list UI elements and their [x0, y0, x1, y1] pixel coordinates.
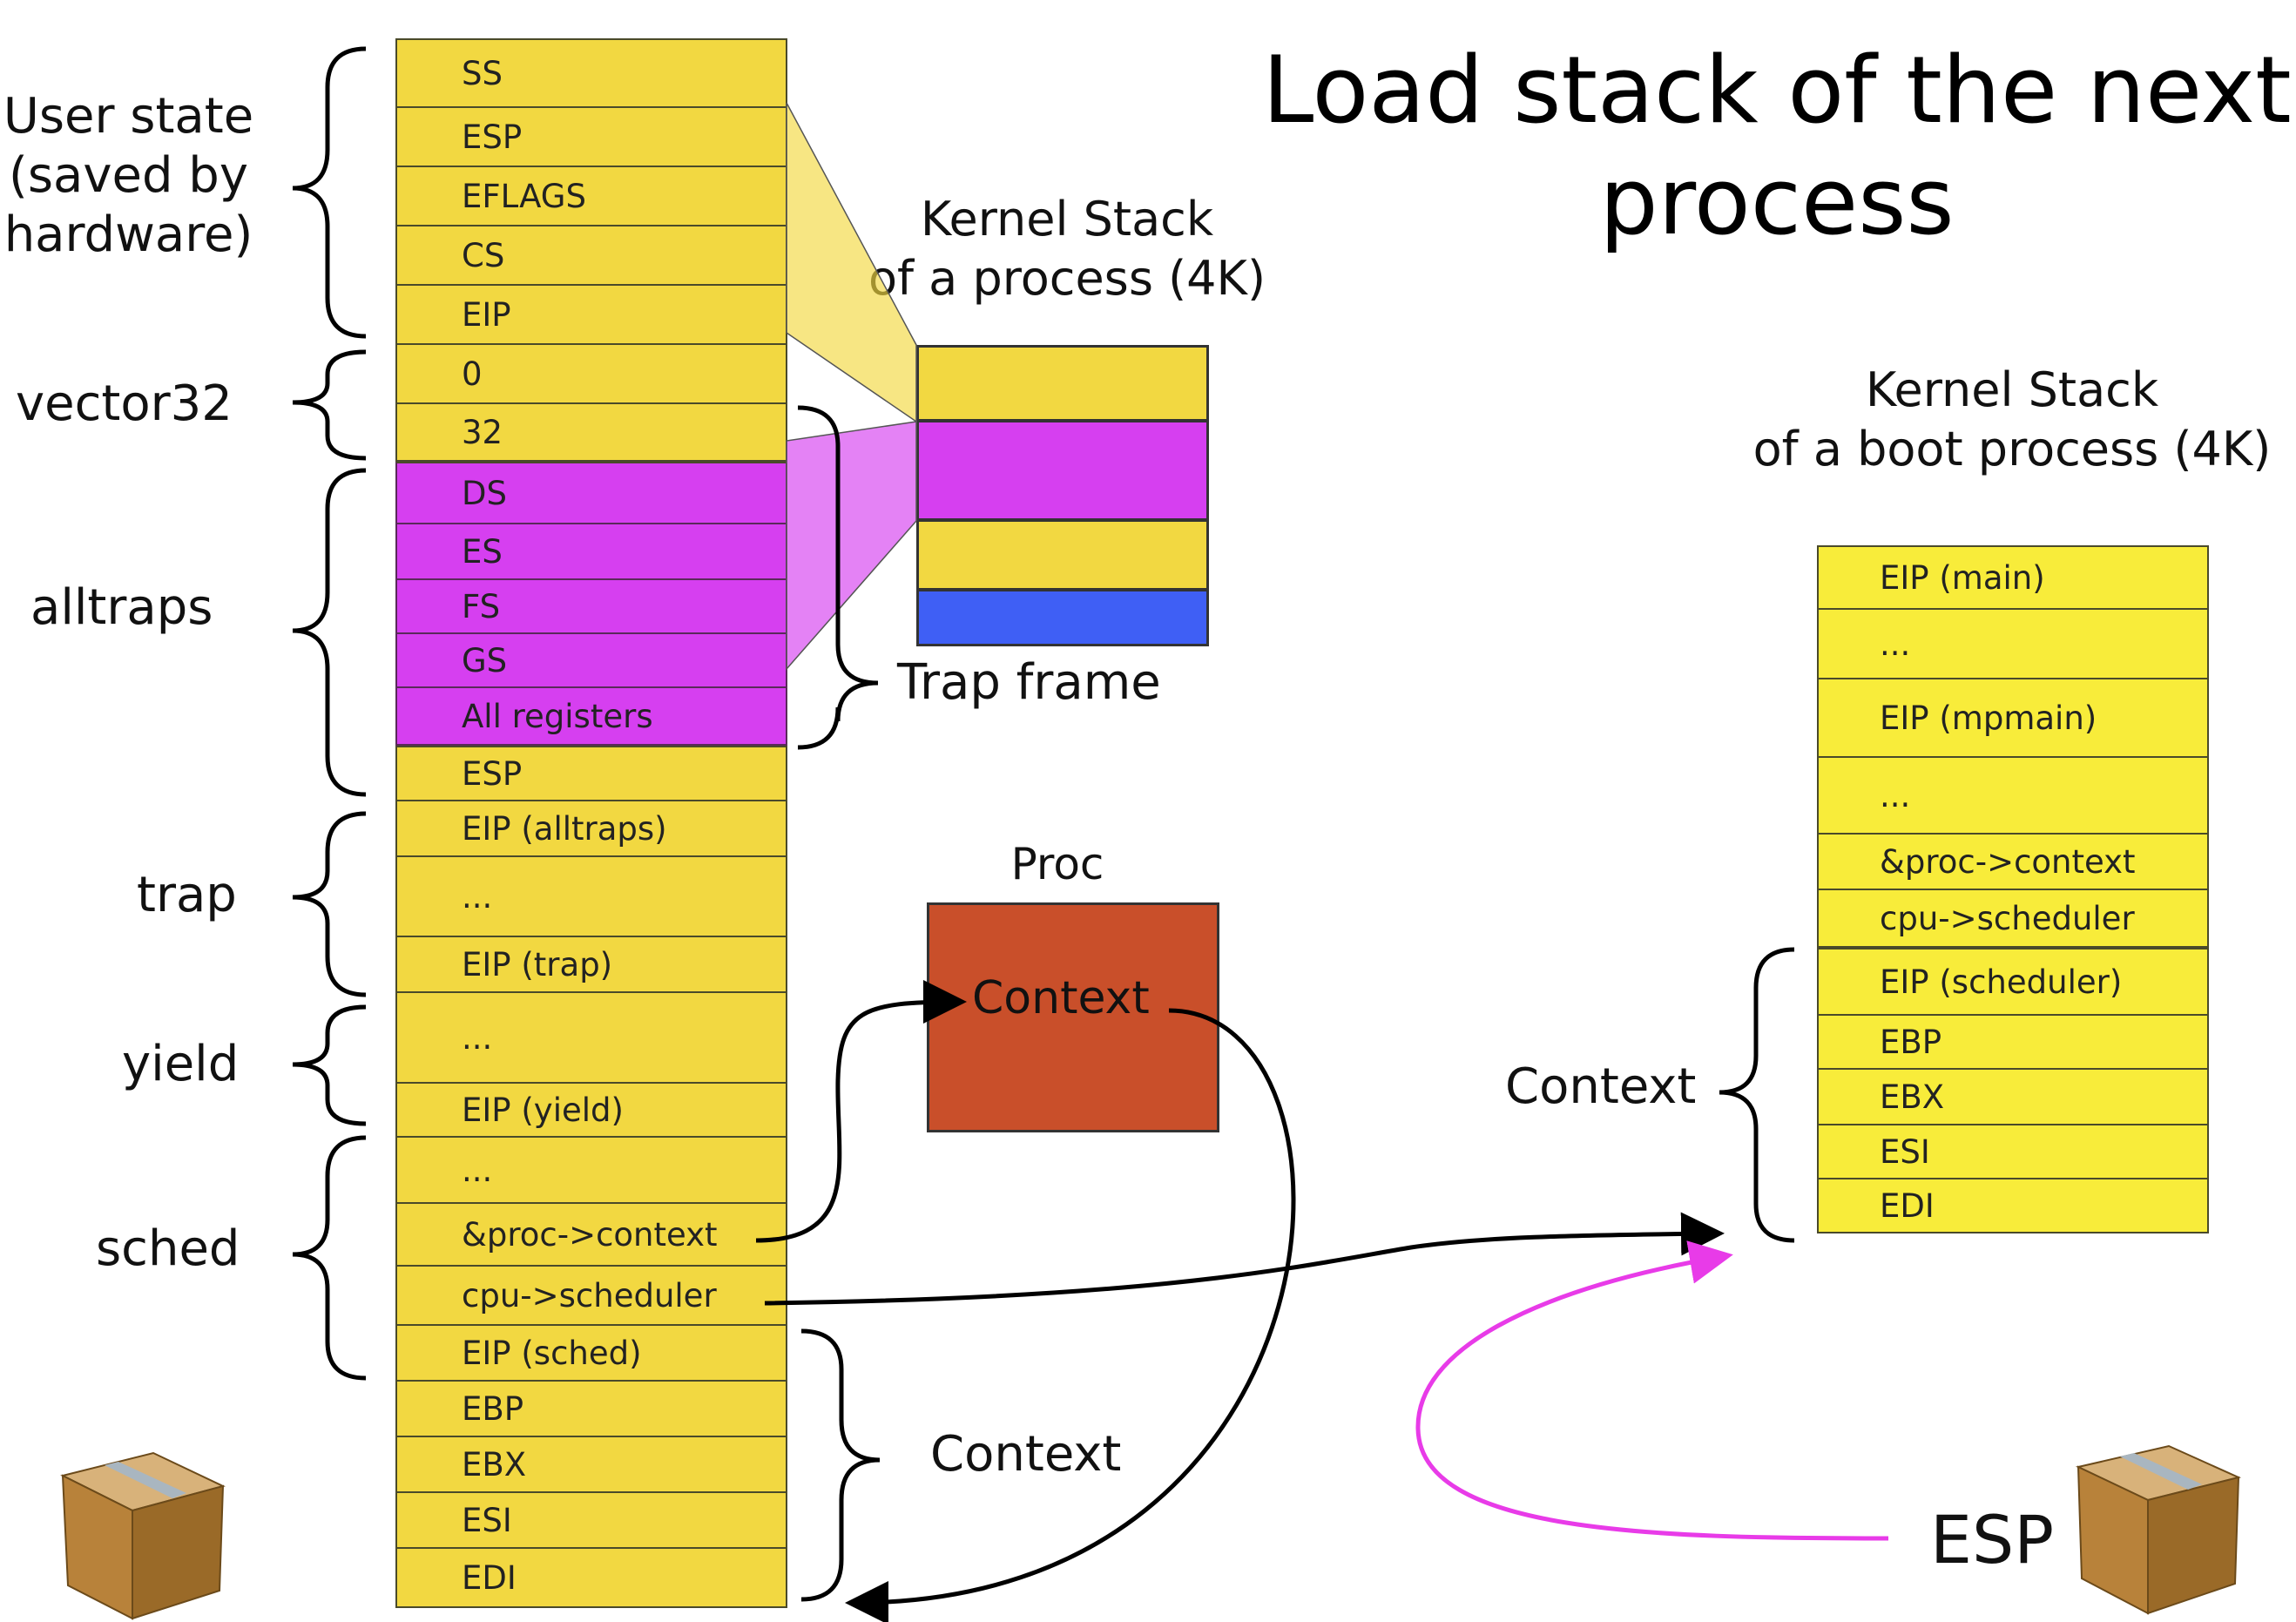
- boot-stack-cell: EBX: [1817, 1070, 2209, 1125]
- proc-context-label: Context: [972, 972, 1150, 1024]
- boot-stack-cell: EIP (mpmain): [1817, 679, 2209, 758]
- label-user-state-line3: hardware): [3, 206, 253, 263]
- boot-stack-cell: &proc->context: [1817, 835, 2209, 890]
- proc-box: [927, 902, 1219, 1132]
- zoom-wedge-user: [786, 102, 917, 423]
- box-icon-left: [60, 1451, 226, 1620]
- label-esp: ESP: [1930, 1501, 2055, 1578]
- stack-cell: ...: [395, 993, 787, 1084]
- stack-cell: ...: [395, 1138, 787, 1204]
- kernel-stack-boot-caption: Kernel Stack of a boot process (4K): [1733, 361, 2291, 479]
- stack-cell: All registers: [395, 688, 787, 746]
- label-yield: yield: [122, 1036, 240, 1092]
- brace-alltraps: [292, 468, 367, 797]
- label-left-context: Context: [930, 1426, 1122, 1483]
- stack-cell: ...: [395, 857, 787, 937]
- boot-stack-cell: EDI: [1817, 1179, 2209, 1233]
- boot-stack-cell: ...: [1817, 758, 2209, 835]
- kernel-stack-boot-line2: of a boot process (4K): [1752, 422, 2272, 476]
- box-icon-right: [2075, 1444, 2242, 1615]
- stack-cell: EIP: [395, 286, 787, 345]
- kernel-stack-process-line2: of a process (4K): [868, 251, 1266, 306]
- label-trap-frame: Trap frame: [897, 654, 1161, 711]
- brace-sched: [292, 1135, 367, 1381]
- brace-left-context: [800, 1328, 881, 1602]
- mini-stack-trapframe-block: [916, 420, 1209, 521]
- label-user-state-line1: User state: [3, 88, 254, 145]
- label-sched: sched: [96, 1220, 240, 1277]
- brace-yield: [292, 1004, 367, 1126]
- arrow-proc-to-left-context: [845, 1008, 1296, 1622]
- kernel-stack-boot-line1: Kernel Stack: [1865, 362, 2159, 417]
- page-title: Load stack of the next process: [1219, 35, 2296, 258]
- brace-trap: [292, 811, 367, 997]
- brace-boot-context: [1719, 947, 1795, 1243]
- arrow-esp-to-boot-stack: [1415, 1240, 1889, 1541]
- stack-cell: &proc->context: [395, 1204, 787, 1267]
- brace-vector32: [292, 349, 367, 461]
- stack-cell: EBX: [395, 1437, 787, 1493]
- stack-cell: EFLAGS: [395, 167, 787, 226]
- stack-cell: DS: [395, 462, 787, 524]
- zoom-wedge-trapframe: [786, 421, 917, 671]
- stack-cell: 32: [395, 404, 787, 462]
- boot-stack-cell: EIP (scheduler): [1817, 948, 2209, 1016]
- title-line-1: Load stack of the next: [1262, 37, 2292, 144]
- stack-cell: EBP: [395, 1382, 787, 1437]
- label-alltraps: alltraps: [30, 579, 213, 636]
- title-line-2: process: [1599, 148, 1955, 255]
- kernel-stack-process-line1: Kernel Stack: [920, 192, 1214, 247]
- label-user-state-line2: (saved by: [9, 147, 248, 204]
- stack-cell: ESP: [395, 108, 787, 167]
- stack-cell: EIP (alltraps): [395, 801, 787, 857]
- label-boot-context: Context: [1505, 1058, 1697, 1115]
- boot-stack-cell: ESI: [1817, 1125, 2209, 1179]
- boot-stack-cell: cpu->scheduler: [1817, 890, 2209, 948]
- label-user-state: User state (saved by hardware): [0, 87, 257, 265]
- stack-cell: EIP (yield): [395, 1084, 787, 1138]
- mini-stack-bottom-block: [916, 589, 1209, 646]
- stack-cell: ESI: [395, 1493, 787, 1549]
- arrow-proc-context-to-proc: [755, 980, 967, 1243]
- boot-stack-cell: EIP (main): [1817, 545, 2209, 610]
- stack-cell: FS: [395, 580, 787, 634]
- boot-stack-cell: ...: [1817, 610, 2209, 679]
- stack-cell: GS: [395, 634, 787, 688]
- label-trap: trap: [137, 867, 237, 923]
- proc-title: Proc: [1010, 839, 1104, 889]
- arrow-scheduler-to-boot: [764, 1212, 1725, 1306]
- stack-cell: EIP (trap): [395, 937, 787, 993]
- left-braces: [292, 46, 1795, 1602]
- boot-stack-cell: EBP: [1817, 1016, 2209, 1070]
- mini-stack-middle-block: [916, 519, 1209, 591]
- brace-user-state: [292, 46, 367, 339]
- stack-cell: cpu->scheduler: [395, 1267, 787, 1326]
- stack-cell: EIP (sched): [395, 1326, 787, 1382]
- brace-trap-frame: [797, 405, 879, 750]
- label-vector32: vector32: [16, 375, 233, 432]
- kernel-stack-process-caption: Kernel Stack of a process (4K): [858, 190, 1276, 308]
- stack-cell: ES: [395, 524, 787, 580]
- stack-cell: ESP: [395, 746, 787, 801]
- stack-cell: 0: [395, 345, 787, 404]
- stack-cell: EDI: [395, 1549, 787, 1608]
- stack-cell: SS: [395, 38, 787, 108]
